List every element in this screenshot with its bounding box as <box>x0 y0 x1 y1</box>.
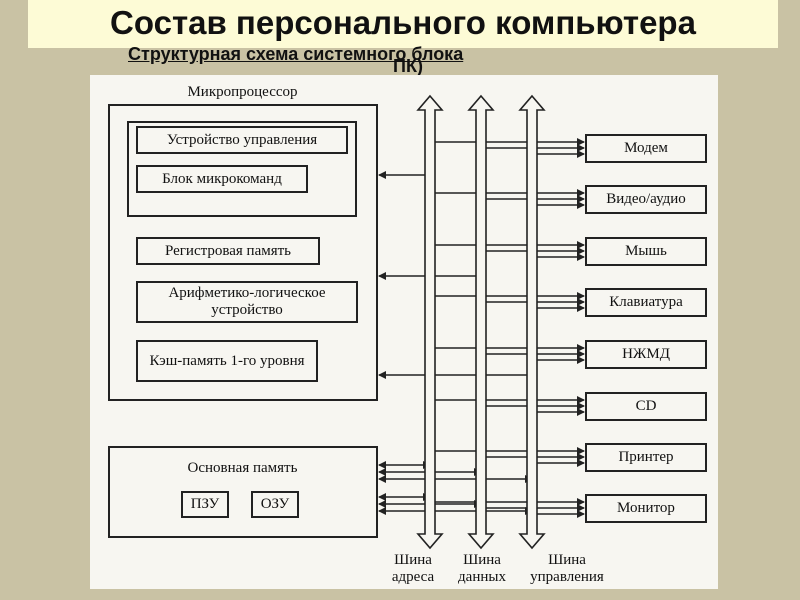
device-mouse: Мышь <box>585 237 707 266</box>
control-unit-block: Устройство управления <box>136 126 348 154</box>
microcommand-block: Блок микрокоманд <box>136 165 308 193</box>
control-bus <box>518 94 546 550</box>
device-keyboard: Клавиатура <box>585 288 707 317</box>
device-monitor: Монитор <box>585 494 707 523</box>
device-printer: Принтер <box>585 443 707 472</box>
rom-block: ПЗУ <box>181 491 229 518</box>
ram-block: ОЗУ <box>251 491 299 518</box>
device-hdd: НЖМД <box>585 340 707 369</box>
main-memory-box <box>108 446 378 538</box>
device-cd: CD <box>585 392 707 421</box>
slide-subtitle-tail: ПК) <box>393 56 423 76</box>
data-bus <box>467 94 495 550</box>
device-video-audio: Видео/аудио <box>585 185 707 214</box>
device-modem: Модем <box>585 134 707 163</box>
slide-subtitle: Структурная схема системного блока <box>128 44 464 64</box>
l1-cache-block: Кэш-память 1-го уровня <box>136 340 318 382</box>
main-memory-label: Основная память <box>187 460 298 476</box>
alu-block: Арифметико-логическое устройство <box>136 281 358 323</box>
slide-title: Состав персонального компьютера <box>28 0 778 48</box>
address-bus <box>416 94 444 550</box>
register-memory-block: Регистровая память <box>136 237 320 265</box>
microprocessor-label: Микропроцессор <box>155 84 330 101</box>
